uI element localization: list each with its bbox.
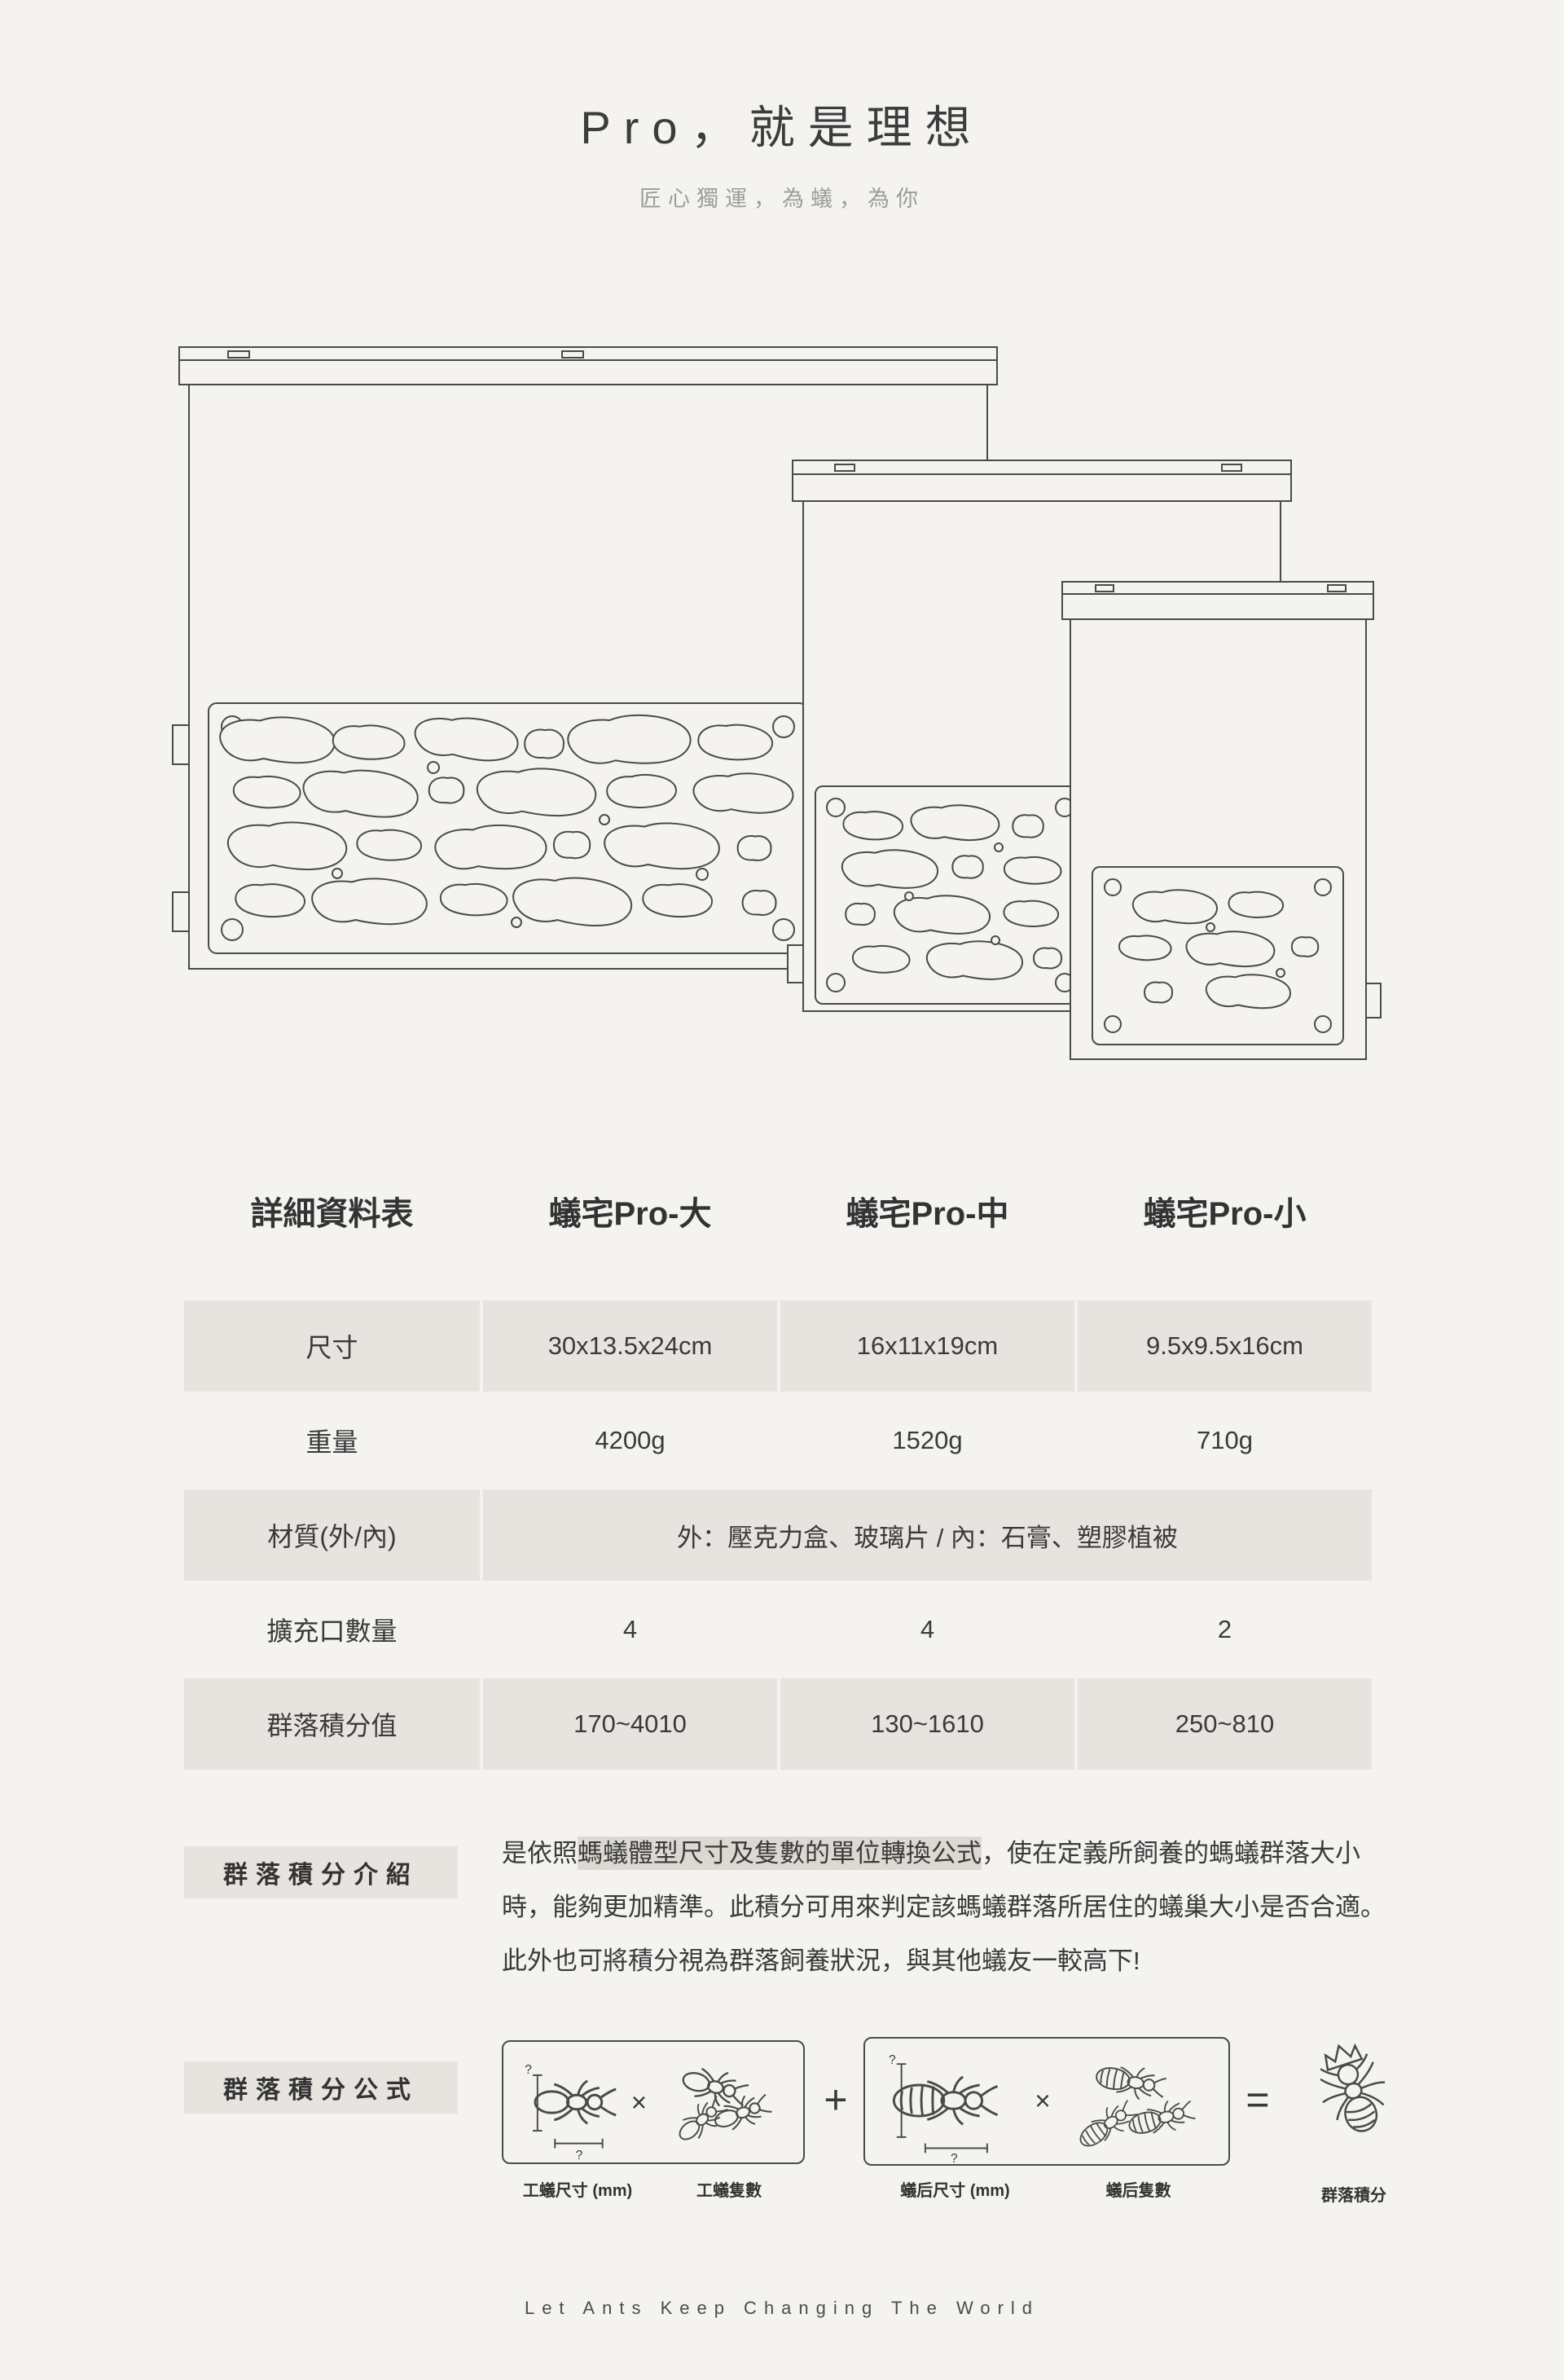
- table-row-size: 尺寸 30x13.5x24cm 16x11x19cm 9.5x9.5x16cm: [184, 1300, 1372, 1392]
- spec-cell: 1520g: [892, 1426, 963, 1454]
- intro-text-before: 是依照: [502, 1839, 578, 1867]
- queen-size-label: 蟻后尺寸 (mm): [900, 2182, 1010, 2200]
- row-label: 重量: [305, 1428, 358, 1457]
- spec-cell: 250~810: [1078, 1678, 1372, 1770]
- table-row-colony-score: 群落積分值 170~4010 130~1610 250~810: [184, 1678, 1372, 1770]
- spec-table-title: 詳細資料表: [250, 1196, 414, 1232]
- ant-farm-illustration: [172, 346, 1382, 1060]
- worker-ant-group-icon: [670, 2061, 775, 2149]
- equals-operator: =: [1245, 2077, 1270, 2123]
- crowned-ant-icon: [1320, 2043, 1386, 2132]
- multiply-operator: ×: [1035, 2087, 1050, 2117]
- intro-text-after: ，使在定義所飼養的螞蟻群落大小時，能夠更加精準。此積分可用來判定該螞蟻群落所居住…: [502, 1839, 1386, 1975]
- column-header-pro-medium: 蟻宅Pro-中: [846, 1196, 1009, 1232]
- queen-ant-group-icon: [1072, 2059, 1198, 2156]
- page-subtitle: 匠心獨運，為蟻，為你: [639, 187, 925, 211]
- spec-cell: 130~1610: [780, 1678, 1074, 1770]
- footer-slogan: Let Ants Keep Changing The World: [524, 2298, 1040, 2318]
- spec-table-header: 詳細資料表 蟻宅Pro-大 蟻宅Pro-中 蟻宅Pro-小: [184, 1180, 1372, 1248]
- colony-score-result-label: 群落積分: [1321, 2187, 1386, 2205]
- spec-cell: 4: [920, 1615, 935, 1643]
- row-label: 擴充口數量: [266, 1617, 398, 1646]
- pro-small-drawing: [1061, 581, 1382, 1060]
- spec-cell: 16x11x19cm: [780, 1300, 1074, 1392]
- colony-score-intro-paragraph: 是依照螞蟻體型尺寸及隻數的單位轉換公式，使在定義所飼養的螞蟻群落大小時，能夠更加…: [502, 1827, 1406, 1988]
- row-label: 群落積分值: [184, 1678, 480, 1770]
- table-row-weight: 重量 4200g 1520g 710g: [184, 1395, 1372, 1486]
- intro-text-highlight: 螞蟻體型尺寸及隻數的單位轉換公式: [578, 1837, 982, 1870]
- worker-count-label: 工蟻隻數: [696, 2182, 762, 2200]
- spec-cell: 9.5x9.5x16cm: [1078, 1300, 1372, 1392]
- row-label: 尺寸: [184, 1300, 480, 1392]
- spec-cell: 710g: [1197, 1426, 1253, 1454]
- queen-formula-box: ? ? ×: [863, 2037, 1230, 2166]
- spec-cell-merged: 外：壓克力盒、玻璃片 / 內：石膏、塑膠植被: [483, 1489, 1372, 1581]
- row-label: 材質(外/內): [184, 1489, 480, 1581]
- colony-score-intro-label: 群落積分介紹: [184, 1846, 458, 1898]
- plus-operator: +: [824, 2077, 848, 2123]
- spec-cell: 4: [622, 1615, 638, 1643]
- spec-cell: 30x13.5x24cm: [483, 1300, 777, 1392]
- dim-placeholder: ?: [889, 2053, 896, 2067]
- page-title: Pro，就是理想: [580, 102, 984, 153]
- spec-cell: 170~4010: [483, 1678, 777, 1770]
- column-header-pro-small: 蟻宅Pro-小: [1143, 1196, 1307, 1232]
- spec-cell: 4200g: [595, 1426, 666, 1454]
- colony-score-formula-label: 群落積分公式: [184, 2061, 458, 2114]
- dim-placeholder: ?: [525, 2063, 532, 2077]
- multiply-operator: ×: [631, 2088, 647, 2118]
- size-dimension-lines: [533, 2074, 604, 2149]
- dim-placeholder: ?: [951, 2152, 958, 2166]
- colony-score-icon: [1320, 2043, 1386, 2132]
- worker-formula-box: ? ? ×: [502, 2040, 805, 2164]
- table-row-material: 材質(外/內) 外：壓克力盒、玻璃片 / 內：石膏、塑膠植被: [184, 1489, 1372, 1581]
- spec-cell: 2: [1217, 1615, 1232, 1643]
- queen-ant-icon: [892, 2075, 999, 2126]
- column-header-pro-large: 蟻宅Pro-大: [548, 1196, 712, 1232]
- worker-size-label: 工蟻尺寸 (mm): [522, 2182, 633, 2200]
- table-row-ports: 擴充口數量 4 4 2: [184, 1584, 1372, 1675]
- spec-table: 詳細資料表 蟻宅Pro-大 蟻宅Pro-中 蟻宅Pro-小 尺寸 30x13.5…: [184, 1180, 1372, 1770]
- queen-count-label: 蟻后隻數: [1105, 2182, 1171, 2200]
- worker-ant-icon: [534, 2079, 617, 2125]
- queen-formula-labels: 蟻后尺寸 (mm) 蟻后隻數: [863, 2177, 1230, 2201]
- dim-placeholder: ?: [576, 2149, 583, 2162]
- worker-formula-labels: 工蟻尺寸 (mm) 工蟻隻數: [502, 2177, 805, 2201]
